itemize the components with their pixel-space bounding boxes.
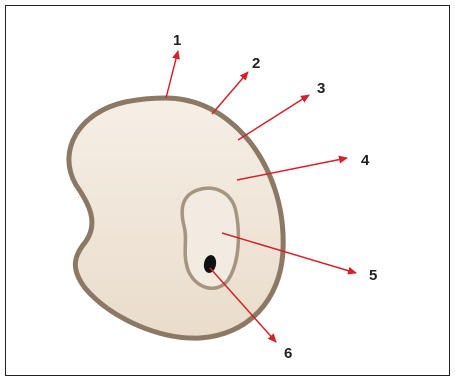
label-3: 3: [317, 80, 325, 97]
arrow-3: [238, 95, 309, 140]
arrow-2: [212, 72, 248, 114]
label-4: 4: [361, 152, 370, 169]
cell-body: [69, 98, 283, 338]
label-5: 5: [369, 267, 377, 284]
vacuole: [182, 188, 238, 288]
arrow-1: [166, 51, 178, 98]
label-6: 6: [284, 345, 292, 362]
label-2: 2: [252, 55, 260, 72]
label-1: 1: [173, 32, 181, 49]
